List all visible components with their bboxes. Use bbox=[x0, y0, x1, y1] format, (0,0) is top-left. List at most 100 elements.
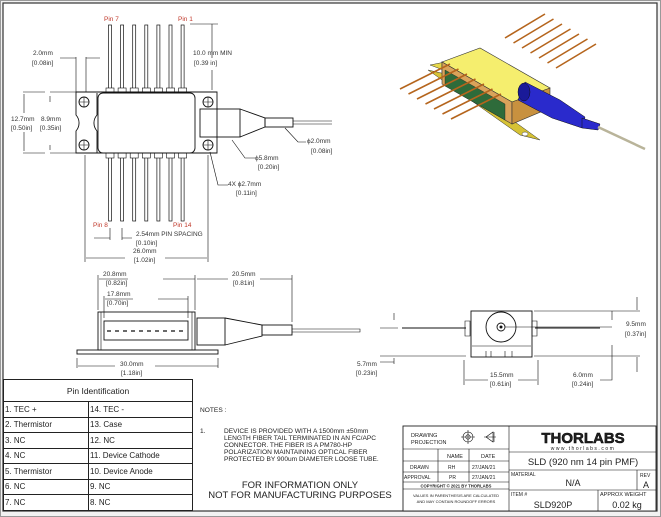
dim-boot-dia: ϕ5.8mm bbox=[255, 155, 279, 162]
pin-cell: 14. TEC - bbox=[88, 401, 193, 418]
pin-3d bbox=[425, 78, 476, 105]
pin bbox=[108, 152, 112, 222]
end-body bbox=[470, 310, 533, 358]
pin-cell: 3. NC bbox=[3, 432, 89, 449]
pin-cell: 1. TEC + bbox=[3, 401, 89, 418]
title-block: DRAWING PROJECTION NAME DATE DRAWN RH 27… bbox=[402, 425, 657, 512]
note-line: DEVICE IS PROVIDED WITH A 1500mm ±50mm bbox=[224, 428, 369, 435]
drawing-projection-label: DRAWING bbox=[411, 433, 437, 439]
dim-flange-length: 30.0mm bbox=[120, 361, 143, 368]
dim-end-height: 9.5mm bbox=[626, 321, 646, 328]
mounting-holes bbox=[78, 96, 214, 151]
pin-cell: 9. NC bbox=[88, 478, 193, 495]
name-header: NAME bbox=[447, 454, 463, 460]
top-view: Pin 7 Pin 1 Pin 8 Pin 14 2.0mm [0.08in] … bbox=[11, 16, 333, 264]
pin bbox=[144, 24, 149, 93]
dim-hole-spacing: 8.9mm bbox=[41, 116, 61, 123]
dim-pin-spacing-in: [0.10in] bbox=[136, 240, 158, 247]
info-only-line: FOR INFORMATION ONLY bbox=[241, 480, 359, 491]
dim-body-length: 20.8mm bbox=[103, 271, 126, 278]
pin-cell: 4. NC bbox=[3, 447, 89, 464]
pin bbox=[120, 152, 124, 222]
dim-window-length: 17.8mm bbox=[107, 291, 130, 298]
drawn-name: RH bbox=[448, 465, 456, 471]
projection-symbol-icon bbox=[461, 430, 496, 444]
pin bbox=[132, 152, 137, 222]
pin1-label: Pin 1 bbox=[178, 16, 193, 23]
pin-identification-table: Pin Identification 1. TEC +14. TEC - 2. … bbox=[3, 379, 193, 511]
dim-window-length-in: [0.70in] bbox=[107, 300, 129, 307]
rev-label: REV bbox=[640, 473, 651, 479]
pin-3d bbox=[450, 93, 502, 120]
pin bbox=[168, 24, 173, 93]
pin-3d bbox=[433, 83, 485, 110]
note-line: CONNECTOR. THE FIBER IS A PM780-HP bbox=[224, 442, 352, 449]
end-view: 9.5mm [0.37in] 5.7mm [0.23in] 15.5mm [0.… bbox=[356, 297, 647, 388]
dim-hole-dia-in: [0.11in] bbox=[236, 190, 257, 197]
dim-overall-height: 12.7mm bbox=[11, 116, 34, 123]
pin7-label: Pin 7 bbox=[104, 16, 119, 23]
dim-flange-length-in: [1.18in] bbox=[121, 370, 143, 377]
pin-3d bbox=[442, 88, 493, 115]
note-1: DEVICE IS PROVIDED WITH A 1500mm ±50mm L… bbox=[224, 428, 404, 463]
dim-overall-width: 26.0mm bbox=[133, 248, 156, 255]
dim-fiber-height-in: [0.24in] bbox=[572, 381, 594, 388]
pin-cell: 7. NC bbox=[3, 494, 89, 511]
pin-3d bbox=[530, 28, 571, 54]
pin-cell: 13. Case bbox=[88, 416, 193, 433]
not-for-manufacturing-line: NOT FOR MANUFACTURING PURPOSES bbox=[208, 490, 392, 501]
package-body bbox=[97, 92, 196, 154]
disclaimer-line-2: AND MAY CONTAIN ROUNDOFF ERRORS bbox=[417, 499, 496, 504]
pin-3d bbox=[513, 18, 554, 44]
dim-pin-length: 10.0 mm MIN bbox=[193, 50, 232, 57]
dim-boot-length-in: [0.81in] bbox=[233, 280, 255, 287]
item-label: ITEM # bbox=[511, 492, 527, 498]
dim-end-height-in: [0.37in] bbox=[625, 331, 647, 338]
drawing-title: SLD (920 nm 14 pin PMF) bbox=[528, 457, 638, 468]
pin bbox=[108, 24, 112, 93]
pin bbox=[156, 24, 161, 93]
dim-overall-width-in: [1.02in] bbox=[134, 257, 156, 264]
side-boot bbox=[196, 317, 226, 346]
dim-pin-length-in: [0.39 in] bbox=[194, 60, 217, 67]
pin8-label: Pin 8 bbox=[93, 222, 108, 229]
approval-label: APPROVAL bbox=[404, 475, 431, 481]
pin-3d bbox=[538, 33, 580, 59]
pin bbox=[144, 152, 149, 222]
dim-boot-length: 20.5mm bbox=[232, 271, 255, 278]
pin-3d bbox=[547, 38, 588, 64]
approval-name: PR bbox=[449, 475, 456, 481]
item-value: SLD920P bbox=[534, 500, 573, 510]
pin bbox=[180, 152, 185, 222]
pin-3d bbox=[521, 23, 563, 49]
flange-notch bbox=[93, 92, 98, 153]
dim-end-width-in: [0.61in] bbox=[490, 381, 512, 388]
drawing-projection-label-2: PROJECTION bbox=[411, 440, 446, 446]
dim-fiber-dia-in: [0.08in] bbox=[311, 148, 333, 155]
pin-3d bbox=[555, 43, 597, 69]
copyright: COPYRIGHT © 2021 BY THORLABS bbox=[421, 484, 492, 489]
note-line: LENGTH FIBER TAIL TERMINATED IN AN FC/AP… bbox=[224, 435, 377, 442]
note-line: POLARIZATION MAINTAINING OPTICAL FIBER bbox=[224, 449, 368, 456]
weight-value: 0.02 kg bbox=[612, 500, 642, 510]
pin-3d bbox=[408, 68, 459, 95]
side-view: 20.8mm [0.82in] 17.8mm [0.70in] 20.5mm [… bbox=[76, 271, 361, 377]
pin14-label: Pin 14 bbox=[173, 222, 192, 229]
dim-end-width: 15.5mm bbox=[490, 372, 513, 379]
pin bbox=[180, 24, 185, 93]
dim-fiber-dia: ϕ2.0mm bbox=[307, 138, 331, 145]
pin-cell: 8. NC bbox=[88, 494, 193, 511]
notes-heading: NOTES : bbox=[200, 407, 227, 414]
pin-3d bbox=[416, 73, 468, 100]
dim-pin-spacing: 2.54mm PIN SPACING bbox=[136, 231, 203, 238]
note-line: PROTECTED BY 900um DIAMETER LOOSE TUBE. bbox=[224, 456, 379, 463]
dim-body-length-in: [0.82in] bbox=[106, 280, 128, 287]
date-header: DATE bbox=[481, 454, 496, 460]
table-row: 1. TEC +14. TEC - bbox=[3, 401, 193, 418]
side-window bbox=[103, 320, 189, 341]
thorlabs-logo: THORLABS bbox=[541, 430, 624, 447]
pin bbox=[120, 24, 124, 93]
